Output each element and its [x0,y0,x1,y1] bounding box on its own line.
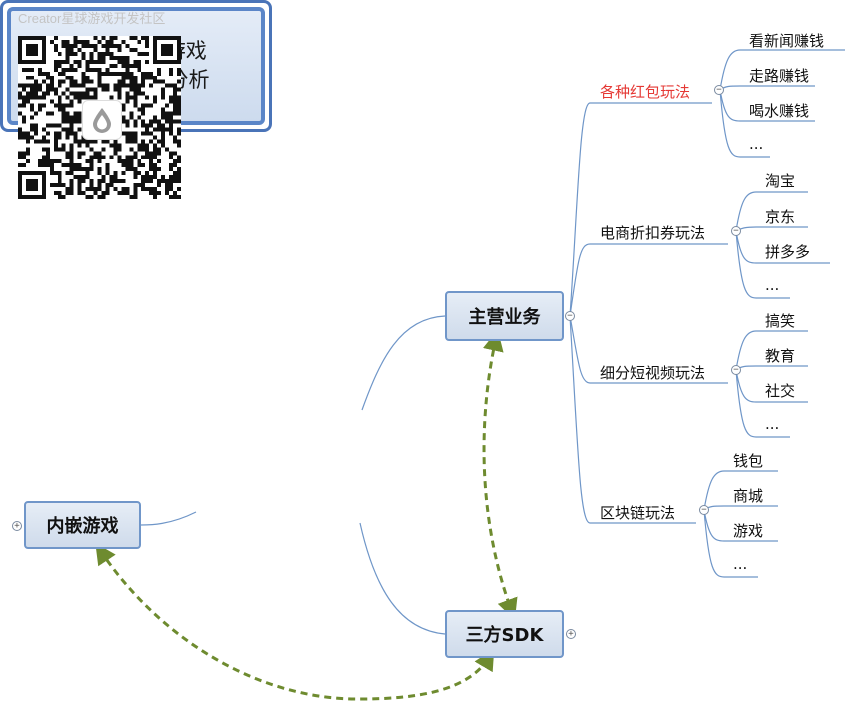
category-blockchain[interactable]: 区块链玩法 [600,504,676,522]
collapse-toggle-main[interactable]: − [565,311,575,321]
leaf-ecommerce[interactable]: ... [765,276,780,294]
link-main-redpacket [569,102,712,317]
topic-third-sdk-label: 三方SDK [465,625,544,646]
leaf-red-packet[interactable]: 看新闻赚钱 [749,32,825,50]
droplet-logo-icon [82,100,122,140]
category-ecommerce[interactable]: 电商折扣券玩法 [600,224,706,242]
link-central-sdk [359,522,446,635]
category-video[interactable]: 细分短视频玩法 [600,364,706,382]
leaf-ecommerce[interactable]: 京东 [765,208,796,226]
leaf-video[interactable]: ... [765,415,780,433]
leaf-video[interactable]: 搞笑 [765,312,796,330]
collapse-toggle-ecommerce[interactable]: − [731,226,741,236]
topic-embedded-games-label: 内嵌游戏 [46,516,119,537]
leaf-blockchain[interactable]: ... [733,555,748,573]
leaf-video[interactable]: 教育 [765,347,796,365]
topic-embedded-games[interactable]: 内嵌游戏 [24,501,141,549]
leaf-red-packet[interactable]: ... [749,135,764,153]
link-main-video [569,315,728,384]
leaf-red-packet[interactable]: 喝水赚钱 [749,102,810,120]
link-main-blockchain [569,315,696,524]
leaf-ecommerce[interactable]: 拼多多 [765,243,811,261]
collapse-toggle-blockchain[interactable]: − [699,505,709,515]
leaf-video[interactable]: 社交 [765,382,796,400]
link-central-games [140,511,197,526]
leaf-blockchain[interactable]: 钱包 [733,452,764,470]
topic-main-business-label: 主营业务 [468,307,541,328]
relation-games-sdk [95,543,495,701]
expand-toggle-sdk[interactable]: + [566,629,576,639]
leaf-blockchain[interactable]: 游戏 [733,522,764,540]
category-red-packet[interactable]: 各种红包玩法 [600,83,691,101]
collapse-toggle-video[interactable]: − [731,365,741,375]
topic-main-business[interactable]: 主营业务 [445,291,564,341]
collapse-toggle-redpacket[interactable]: − [714,85,724,95]
leaf-ecommerce[interactable]: 淘宝 [765,172,796,190]
leaf-red-packet[interactable]: 走路赚钱 [749,67,810,85]
relation-main-sdk [482,329,518,620]
link-main-ecommerce [569,243,728,317]
watermark: Creator星球游戏开发社区 [18,11,166,26]
link-central-main [361,315,446,411]
expand-toggle-games[interactable]: + [12,521,22,531]
leaf-blockchain[interactable]: 商城 [733,487,764,505]
topic-third-sdk[interactable]: 三方SDK [445,610,564,658]
